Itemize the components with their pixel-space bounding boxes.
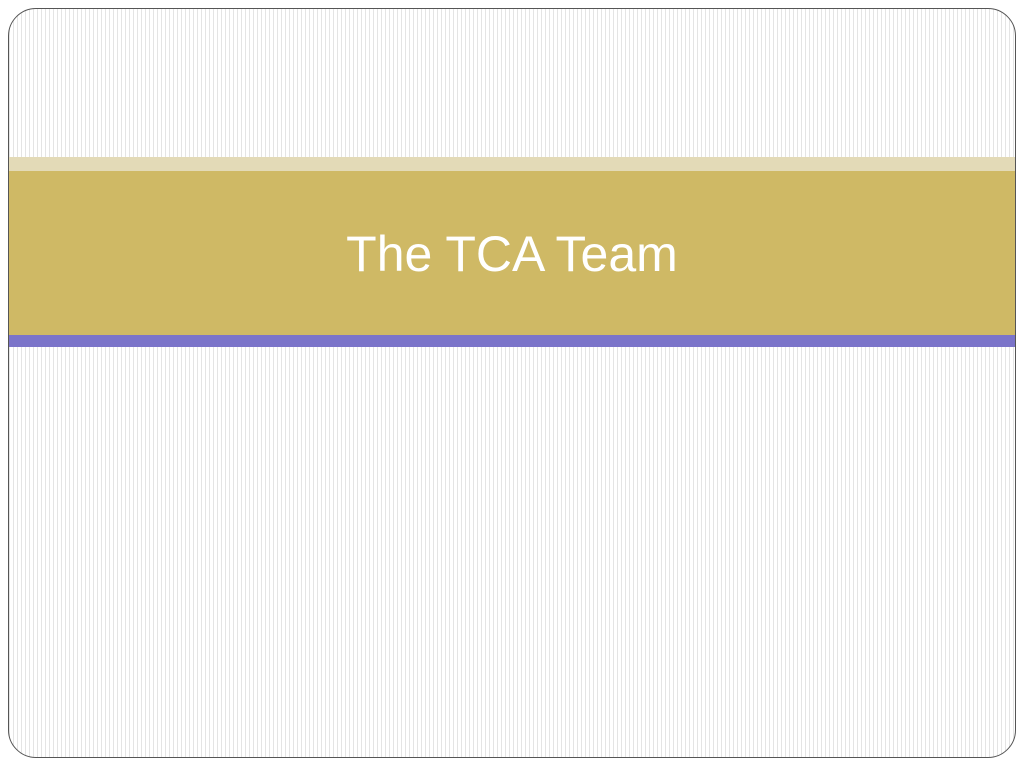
title-band: The TCA Team bbox=[9, 171, 1015, 335]
title-accent-top-stripe bbox=[9, 157, 1015, 171]
slide: The TCA Team bbox=[8, 8, 1016, 758]
title-accent-bottom-stripe bbox=[9, 335, 1015, 347]
slide-title: The TCA Team bbox=[346, 226, 678, 282]
